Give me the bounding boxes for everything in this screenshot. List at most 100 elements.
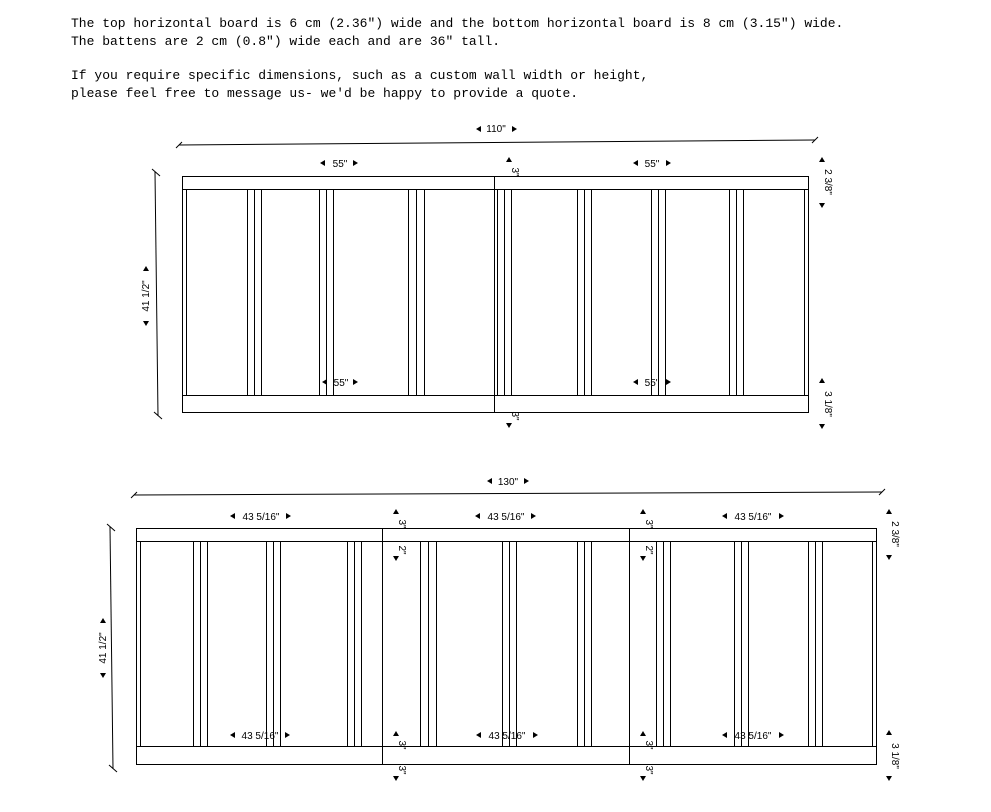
section-width-dim-bottom-2: 43 5/16" — [476, 731, 538, 742]
section-width-label: 55" — [645, 378, 660, 389]
arrow-down-icon — [819, 424, 825, 429]
arrow-up-icon — [819, 378, 825, 383]
top-board-label: 2 3/8" — [822, 169, 833, 195]
arrow-right-icon — [666, 160, 671, 166]
top-board-dim: 2 3/8" — [819, 157, 833, 208]
bottom-board-label: 3 1/8" — [889, 743, 900, 769]
joint-label: 3" — [643, 519, 654, 529]
arrow-up-icon — [143, 266, 149, 271]
section-width-label: 43 5/16" — [735, 512, 772, 523]
intro-line-2: The battens are 2 cm (0.8") wide each an… — [71, 33, 501, 49]
arrow-up-icon — [640, 731, 646, 736]
section-width-label: 43 5/16" — [242, 731, 279, 742]
arrow-down-icon — [886, 555, 892, 560]
arrow-left-icon — [230, 513, 235, 519]
arrow-left-icon — [230, 732, 235, 738]
overall-width-line — [178, 139, 816, 146]
height-tick-bottom — [153, 411, 163, 420]
overall-width-label: 130" — [498, 477, 519, 488]
arrow-down-icon — [143, 321, 149, 326]
arrow-left-icon — [633, 379, 638, 385]
wall-panel-110: 110" 41 1/2" — [141, 124, 833, 429]
arrow-right-icon — [512, 126, 517, 132]
arrow-left-icon — [476, 126, 481, 132]
arrow-down-icon — [506, 423, 512, 428]
arrow-down-icon — [886, 776, 892, 781]
arrow-left-icon — [320, 160, 325, 166]
arrow-right-icon — [779, 732, 784, 738]
arrow-right-icon — [524, 478, 529, 484]
arrow-down-icon — [393, 776, 399, 781]
arrow-down-icon — [100, 673, 106, 678]
joint-dim-top: 3" — [506, 157, 520, 177]
arrow-right-icon — [286, 513, 291, 519]
joint-label: 3" — [509, 167, 520, 177]
wall-panel-130: 130" 41 1/2" — [98, 477, 900, 781]
section-width-dim-top-right: 55" — [633, 159, 671, 170]
joint-label: 2" — [396, 545, 407, 555]
section-width-dim-bottom-3: 43 5/16" — [722, 731, 784, 742]
battens — [186, 189, 805, 396]
top-board-dim: 2 3/8" — [886, 509, 900, 560]
joint-label: 3" — [396, 740, 407, 750]
arrow-left-icon — [322, 379, 327, 385]
joint-label: 3" — [396, 519, 407, 529]
arrow-up-icon — [886, 730, 892, 735]
arrow-left-icon — [476, 732, 481, 738]
joint-label: 3" — [509, 411, 520, 421]
arrow-right-icon — [285, 732, 290, 738]
intro-line-3: If you require specific dimensions, such… — [71, 68, 649, 84]
joint-label: 3" — [643, 765, 654, 775]
overall-width-tick-right — [878, 488, 886, 496]
joint-label: 2" — [643, 545, 654, 555]
arrow-left-icon — [487, 478, 492, 484]
section-width-label: 55" — [333, 159, 348, 170]
arrow-up-icon — [819, 157, 825, 162]
arrow-down-icon — [640, 776, 646, 781]
arrow-down-icon — [393, 556, 399, 561]
arrow-right-icon — [531, 513, 536, 519]
arrow-up-icon — [886, 509, 892, 514]
section-width-label: 43 5/16" — [735, 731, 772, 742]
arrow-left-icon — [475, 513, 480, 519]
height-tick-top — [106, 523, 116, 532]
battens — [140, 541, 873, 747]
arrow-right-icon — [533, 732, 538, 738]
overall-width-tick-left — [130, 491, 138, 499]
joint-label: 3" — [643, 740, 654, 750]
overall-width-label: 110" — [486, 124, 506, 135]
section-width-label: 43 5/16" — [243, 512, 280, 523]
arrow-up-icon — [393, 731, 399, 736]
section-width-dim-top-3: 43 5/16" — [722, 512, 784, 523]
arrow-up-icon — [393, 509, 399, 514]
overall-width-tick-left — [175, 141, 183, 149]
arrow-right-icon — [353, 379, 358, 385]
height-label: 41 1/2" — [141, 280, 152, 312]
section-width-label: 43 5/16" — [488, 512, 525, 523]
section-width-dim-bottom-1: 43 5/16" — [230, 731, 290, 742]
arrow-right-icon — [666, 379, 671, 385]
height-tick-top — [151, 168, 161, 177]
intro-line-1: The top horizontal board is 6 cm (2.36")… — [71, 16, 844, 31]
section-width-dim-bottom-left: 55" — [322, 378, 358, 389]
arrow-up-icon — [100, 618, 106, 623]
section-width-dim-top-1: 43 5/16" — [230, 512, 291, 523]
joint-dim-2: 3" 2" 3" 3" — [640, 509, 654, 781]
height-line — [154, 171, 159, 417]
arrow-down-icon — [640, 556, 646, 561]
arrow-right-icon — [779, 513, 784, 519]
panel-frame — [136, 528, 877, 765]
bottom-board-dim: 3 1/8" — [886, 730, 900, 781]
arrow-left-icon — [722, 513, 727, 519]
top-board-label: 2 3/8" — [889, 521, 900, 547]
overall-width-line — [133, 491, 883, 496]
arrow-up-icon — [506, 157, 512, 162]
arrow-down-icon — [819, 203, 825, 208]
intro-line-4: please feel free to message us- we'd be … — [71, 85, 579, 101]
joint-dim-1: 3" 2" 3" 3" — [393, 509, 407, 781]
bottom-board-label: 3 1/8" — [822, 391, 833, 417]
section-width-dim-top-left: 55" — [320, 159, 358, 170]
arrow-left-icon — [722, 732, 727, 738]
height-line — [109, 526, 114, 770]
joint-label: 3" — [396, 765, 407, 775]
